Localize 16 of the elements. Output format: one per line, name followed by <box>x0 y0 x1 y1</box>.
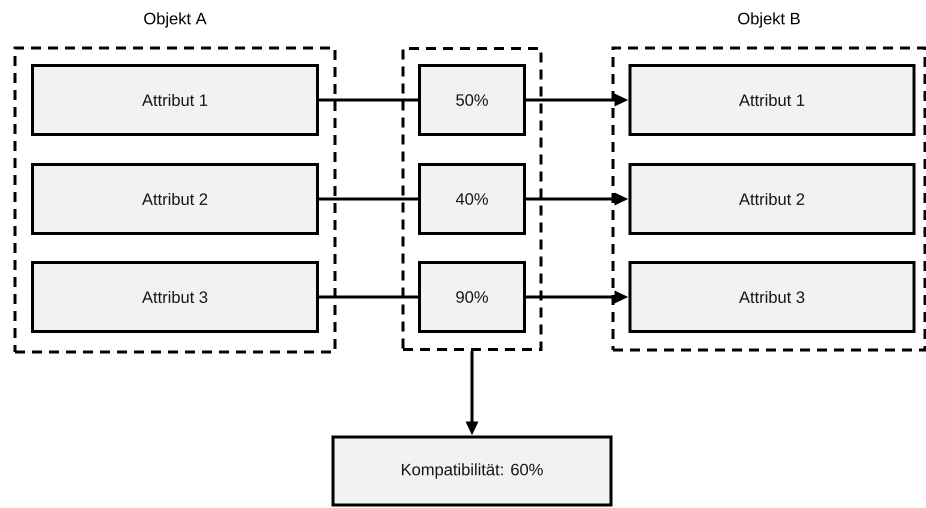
group-heading: Objekt B <box>738 12 800 28</box>
attribute-box: Attribut 3 <box>628 261 916 333</box>
attribute-box: Attribut 2 <box>628 163 916 235</box>
attribute-box: Attribut 1 <box>31 64 319 136</box>
attribute-box: Attribut 2 <box>31 163 319 235</box>
group-frame <box>402 47 542 351</box>
connector-line <box>319 98 418 102</box>
attribute-box: 40% <box>418 163 526 235</box>
attribute-box: 50% <box>418 64 526 136</box>
attribute-box: Attribut 3 <box>31 261 319 333</box>
attribute-box: 90% <box>418 261 526 333</box>
result-box: Kompatibilität: 60% <box>332 436 612 506</box>
connector-line <box>319 198 418 200</box>
attribute-box: Attribut 1 <box>628 64 916 136</box>
connector-line <box>319 296 418 298</box>
group-heading: Objekt A <box>144 12 207 28</box>
